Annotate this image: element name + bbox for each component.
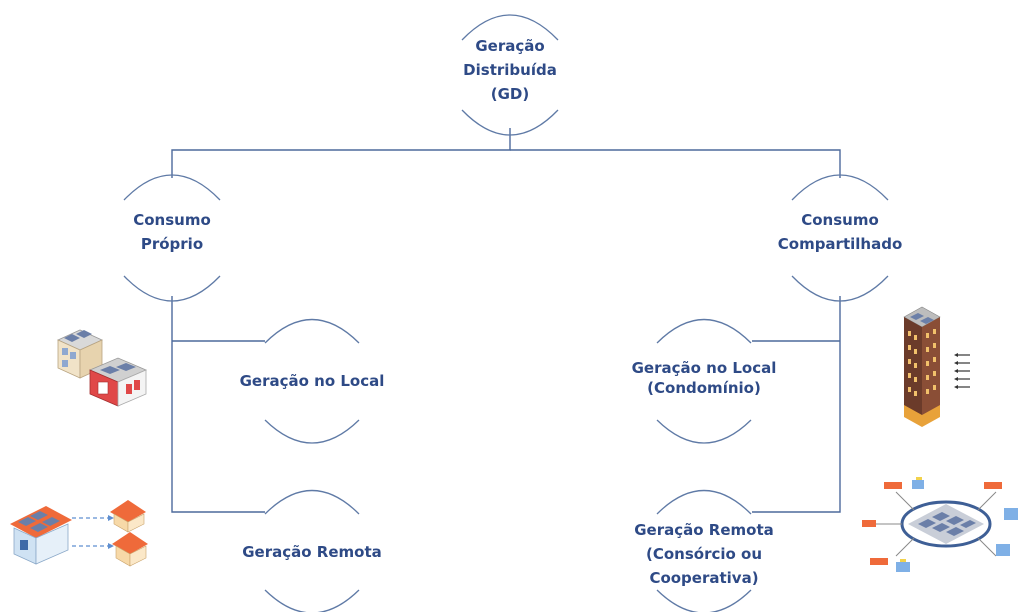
- own-arcs: [123, 174, 221, 302]
- connector-root-left: [171, 128, 511, 178]
- connector-root-right: [510, 149, 841, 178]
- remote-houses-solar-icon: [10, 500, 148, 567]
- shared-arcs: [791, 174, 889, 302]
- shared-remote-arcs: [656, 490, 752, 612]
- own-local-line-1: Geração no Local: [239, 372, 385, 390]
- apartment-building-icon: [903, 306, 970, 427]
- shared-remote-line-3: Cooperativa): [649, 569, 759, 587]
- own-consumption-label: Consumo Próprio: [133, 208, 211, 256]
- root-arcs: [461, 14, 559, 136]
- shared-local-generation-label: Geração no Local (Condomínio): [632, 358, 777, 398]
- root-line-1: Geração: [475, 37, 545, 55]
- root-line-3: (GD): [490, 85, 530, 103]
- own-local-arcs: [264, 319, 360, 444]
- own-line-2: Próprio: [140, 235, 204, 253]
- shared-line-2: Compartilhado: [777, 235, 903, 253]
- own-remote-line-1: Geração Remota: [242, 543, 382, 561]
- solar-farm-network-icon: [862, 477, 1018, 572]
- connector-own-vertical: [171, 296, 265, 513]
- own-remote-generation-label: Geração Remota: [242, 540, 382, 564]
- shared-remote-line-1: Geração Remota: [634, 521, 774, 539]
- root-label: Geração Distribuída (GD): [463, 34, 557, 106]
- shared-line-1: Consumo: [801, 211, 879, 229]
- shared-local-arcs: [656, 319, 752, 444]
- shared-consumption-label: Consumo Compartilhado: [778, 208, 903, 256]
- shared-local-line-2: (Condomínio): [647, 379, 761, 397]
- root-line-2: Distribuída: [463, 61, 557, 79]
- shared-local-line-1: Geração no Local: [631, 359, 777, 377]
- own-line-1: Consumo: [133, 211, 211, 229]
- own-local-generation-label: Geração no Local: [240, 369, 385, 393]
- connector-shared-vertical: [752, 296, 841, 513]
- own-remote-arcs: [264, 490, 360, 612]
- house-and-shop-solar-icon: [57, 329, 148, 407]
- shared-remote-generation-label: Geração Remota (Consórcio ou Cooperativa…: [634, 518, 774, 590]
- shared-remote-line-2: (Consórcio ou: [645, 545, 763, 563]
